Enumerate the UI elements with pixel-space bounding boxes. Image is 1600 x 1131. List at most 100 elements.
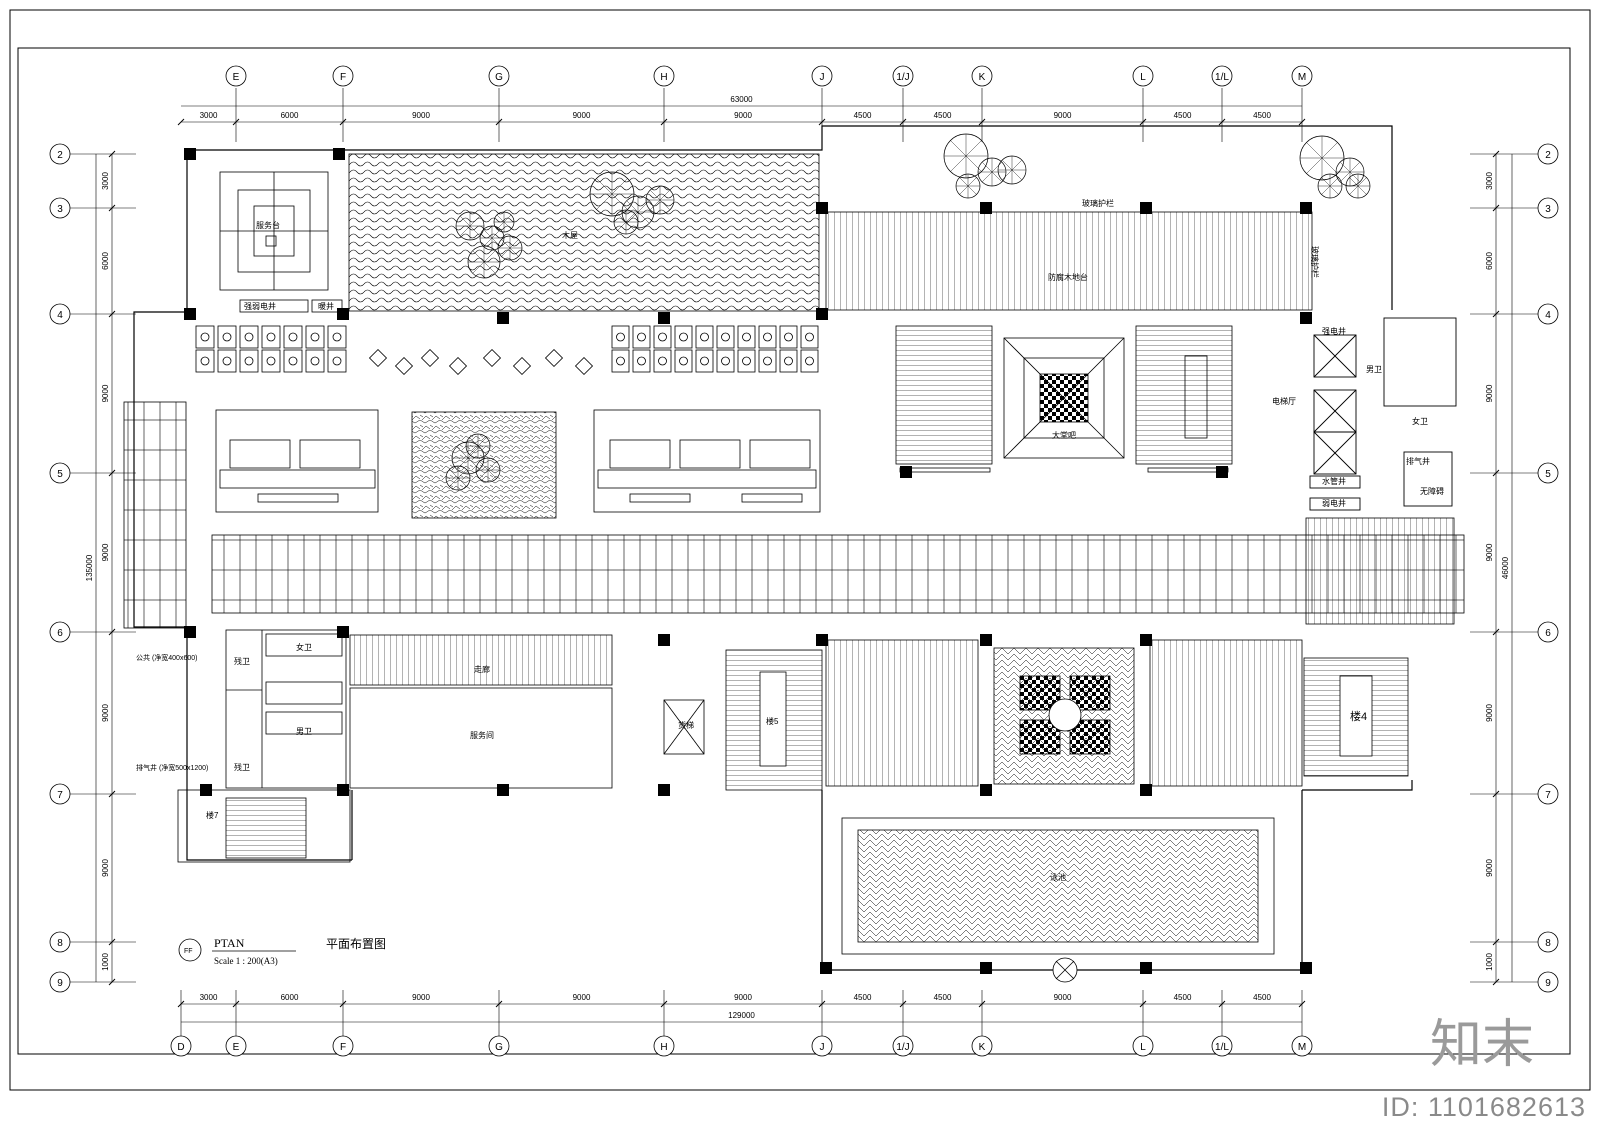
label-weak-shaft: 弱电井 [1322,498,1346,508]
axis-label-top: L [1140,72,1146,83]
column [337,784,349,796]
tree-branch [959,185,969,195]
dim-segment-left: 9000 [101,543,110,561]
axis-bubble-bottom [488,1035,510,1057]
axis-bubble-top [1132,65,1154,87]
title-block: FF PTAN 平面布置图 Scale 1 : 200(A3) [178,936,386,966]
lounge-chair [420,348,440,368]
dim-tick [232,118,240,126]
fixture [200,332,210,342]
cubicle [737,325,756,349]
column [1140,962,1152,974]
room-labels: 服务台 强弱电井 暖井 木屋 玻璃护栏 防腐木地台 玻璃护栏 大堂吧 电梯厅 强… [136,198,1444,882]
axis-label-bottom: H [660,1042,667,1053]
column [337,626,349,638]
tree-branch [472,261,485,274]
label-pipe-note: 公共 (净宽400x600) [136,653,197,662]
dim-tick-right [1492,790,1500,798]
dim-segment-left: 3000 [101,172,110,190]
tree-branch [950,155,967,172]
cubicle [283,325,303,349]
stone-courtyard [411,411,557,519]
dim-tick-right [1492,938,1500,946]
corridor-strip [349,634,613,686]
tree-branch [503,214,512,223]
tree-branch [1321,177,1331,187]
cubicle [283,349,303,373]
axis-label-bottom: M [1298,1042,1306,1053]
tree-branch [617,213,627,223]
row-label-right: 7 [1545,790,1551,801]
label-strong-shaft: 强电井 [1322,326,1346,336]
dim-segment: 4500 [1174,111,1192,120]
label-male-wc-right: 男卫 [1366,365,1382,374]
dim-tick [660,1000,668,1008]
axis-label-top: H [660,72,667,83]
anticorrosion-deck [825,211,1313,311]
column [337,308,349,320]
tree-branch [1321,157,1338,174]
cubicle [239,349,259,373]
column [1140,634,1152,646]
fixture [288,332,298,342]
fixture [616,332,625,342]
axis-bubble-bottom [1132,1035,1154,1057]
lounge-chair [482,348,502,368]
tree-branch [596,193,613,210]
column [184,148,196,160]
tree-branch [483,237,493,247]
cubicle [716,325,735,349]
column [980,784,992,796]
fixture [742,332,751,342]
cubicle [653,349,672,373]
column [820,962,832,974]
cubicle [305,349,325,373]
tree-branch [991,161,1003,173]
column [184,626,196,638]
wood-deck-top [348,153,820,312]
tree-branch [965,155,982,172]
axis-label-bottom: G [495,1042,503,1053]
cubicle [674,349,693,373]
cubicle [800,349,819,373]
axis-label-top: G [495,72,503,83]
tree-branch [981,171,993,183]
tree-branch [991,171,1003,183]
tree-branch [501,247,511,257]
tree-branch [1321,185,1331,195]
fixture [721,356,730,366]
label-pipe-shaft-a: 强弱电井 [244,301,276,311]
label-accessible-2: 残卫 [234,762,250,772]
title-symbol-circle [178,938,202,962]
fixture [222,356,232,366]
tree-branch [472,250,485,263]
elevator-core [1309,317,1457,511]
cubicle [716,349,735,373]
dim-tick [899,1000,907,1008]
tree-branch [483,250,496,263]
label-glass-rail: 玻璃护栏 [1082,198,1114,208]
drawing-scale: Scale 1 : 200(A3) [214,956,278,966]
axis-label-bottom: E [233,1042,240,1053]
tree-branch [625,213,635,223]
dim-tick-left [108,469,116,477]
axis-bubble-top [225,65,247,87]
dim-tick [495,118,503,126]
fixture [700,332,709,342]
dim-segment: 4500 [1253,993,1271,1002]
dim-tick [1298,1000,1306,1008]
column [816,308,828,320]
cubicle [239,325,259,349]
label-accessible-right: 无障碍 [1420,486,1444,496]
axis-bubble-top [892,65,914,87]
dim-segment-right: 3000 [1485,172,1494,190]
axis-label-top: F [340,72,346,83]
tree-branch [1011,159,1023,171]
dim-segment: 3000 [200,111,218,120]
dim-segment: 4500 [854,111,872,120]
fixture [637,332,646,342]
service-counter-area [219,171,343,313]
fixture [244,356,254,366]
lounge-chair [394,356,414,376]
column [497,312,509,324]
